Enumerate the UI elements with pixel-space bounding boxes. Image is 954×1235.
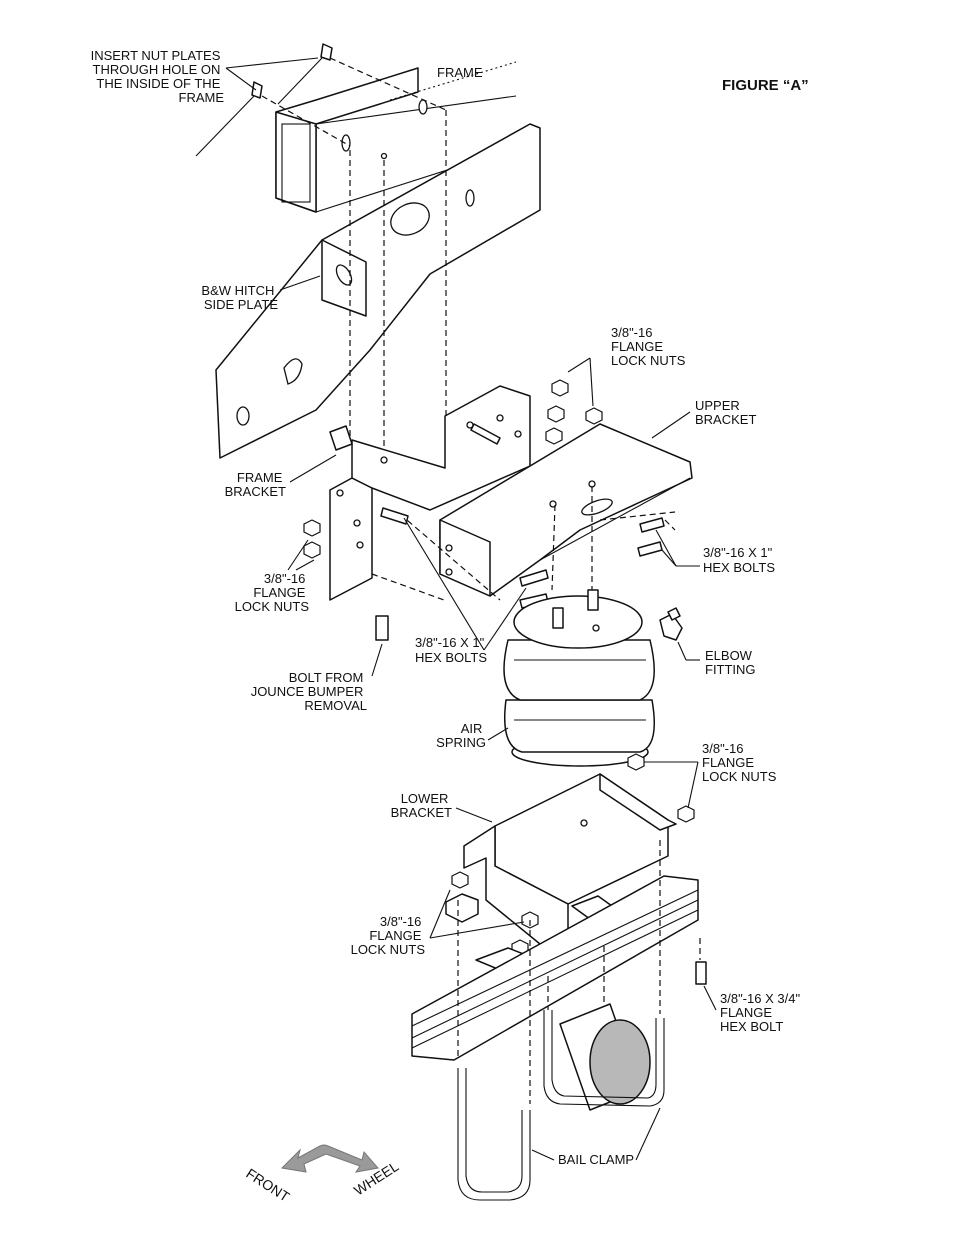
label-frame-bracket: FRAME BRACKET [225, 470, 286, 499]
hitch-side-plate [215, 123, 541, 459]
frame-bracket [329, 385, 531, 601]
label-upper-flange-lock-nuts: 3/8"-16 FLANGE LOCK NUTS [611, 325, 686, 368]
elbow-fitting [659, 607, 683, 641]
leader-lines [225, 57, 717, 1161]
label-center-hex-bolts: 3/8"-16 X 1" HEX BOLTS [415, 635, 488, 665]
label-flange-hex-bolt: 3/8"-16 X 3/4" FLANGE HEX BOLT [720, 991, 804, 1034]
label-lower-bracket: LOWER BRACKET [391, 791, 452, 820]
label-bail-clamp: BAIL CLAMP [558, 1152, 634, 1167]
direction-arrow-icon [280, 1144, 379, 1173]
bail-clamp [457, 840, 701, 1201]
label-lower-left-flange-lock-nuts: 3/8"-16 FLANGE LOCK NUTS [351, 914, 426, 957]
label-frame: FRAME [437, 65, 483, 80]
nut-plates [195, 43, 447, 157]
upper-bracket [439, 423, 693, 597]
lower-bracket [463, 773, 677, 945]
upper-flange-lock-nuts [303, 379, 603, 559]
direction-front: FRONT [243, 1165, 293, 1205]
leaf-spring [411, 875, 699, 1061]
label-elbow-fitting: ELBOW FITTING [705, 648, 756, 677]
frame-hole [418, 99, 428, 115]
label-hitch-side-plate: B&W HITCH SIDE PLATE [201, 283, 278, 312]
direction-indicator: FRONT WHEEL [243, 1144, 402, 1205]
frame-hole [341, 134, 351, 152]
hex-bolts [375, 423, 665, 641]
label-upper-bracket: UPPER BRACKET [695, 398, 756, 427]
label-air-spring: AIR SPRING [436, 721, 486, 750]
frame-rail [275, 61, 517, 213]
air-spring [503, 589, 655, 767]
label-left-flange-lock-nuts: 3/8"-16 FLANGE LOCK NUTS [235, 571, 310, 614]
axle-end [589, 1019, 651, 1105]
axle [559, 1003, 651, 1111]
label-right-hex-bolts: 3/8"-16 X 1" HEX BOLTS [703, 545, 776, 575]
label-jounce-bumper-bolt: BOLT FROM JOUNCE BUMPER REMOVAL [251, 670, 367, 713]
label-insert-nut-plates: INSERT NUT PLATES THROUGH HOLE ON THE IN… [91, 48, 225, 105]
flange-hex-bolt [695, 961, 707, 985]
label-lower-right-flange-lock-nuts: 3/8"-16 FLANGE LOCK NUTS [702, 741, 777, 784]
figure-title: FIGURE “A” [722, 77, 809, 94]
